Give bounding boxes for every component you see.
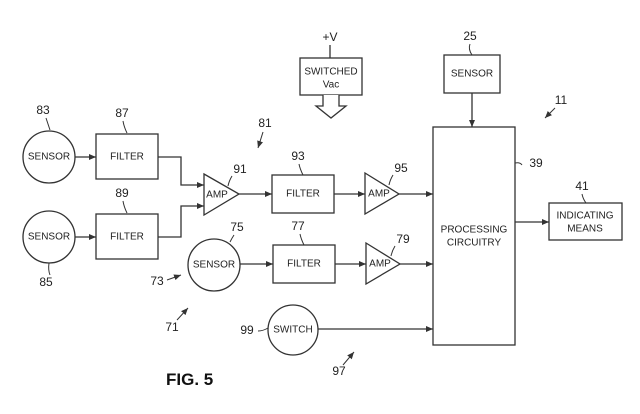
- amp-79-ref: 79: [396, 232, 410, 246]
- ref-leader: [468, 43, 473, 56]
- ref-leader: [257, 327, 269, 332]
- ref-leader: [227, 175, 233, 187]
- sensor-75-label: SENSOR: [193, 260, 235, 271]
- ref-leader: [514, 162, 523, 166]
- amp-95-label: AMP: [368, 189, 390, 200]
- indicating-means-block: INDICATING MEANS 41: [515, 179, 623, 241]
- output-arrow-icon: [314, 95, 348, 119]
- ref-leader: [388, 174, 394, 186]
- sensor-25-ref: 25: [463, 29, 477, 43]
- switch-99-label: SWITCH: [273, 325, 312, 336]
- channel-81: 81 83 SENSOR 87 FILTER SENSOR 85 89 FILT…: [22, 103, 433, 289]
- amp-91-label: AMP: [206, 190, 228, 201]
- filter-87-label: FILTER: [110, 152, 144, 163]
- sensor-73-ref: 73: [150, 274, 164, 288]
- sensor-75-ref: 75: [230, 220, 244, 234]
- processing-label-line2: CIRCUITRY: [447, 238, 502, 249]
- ref-leader: [390, 245, 396, 257]
- amp-91-ref: 91: [233, 162, 247, 176]
- indicating-label-line1: INDICATING: [556, 211, 613, 222]
- sensor-73-arrow: [166, 274, 182, 281]
- amp-95-triangle: [364, 171, 401, 216]
- indicating-label-line2: MEANS: [567, 224, 603, 235]
- filter-93-ref: 93: [291, 149, 305, 163]
- channel-71-ref: 71: [165, 320, 179, 334]
- channel-97-arrow: [342, 351, 355, 366]
- ref-leader: [229, 234, 235, 243]
- channel-71: 71 73 75 SENSOR 77 FILTER AMP 79: [150, 219, 433, 334]
- filter-77-ref: 77: [291, 219, 305, 233]
- channel-71-arrow: [176, 307, 189, 321]
- ref-leader: [122, 200, 128, 214]
- switched-vac-label-line1: SWITCHED: [304, 67, 357, 78]
- switch-99-circle: [267, 304, 319, 356]
- filter-87-box: [95, 133, 159, 180]
- sensor-83-label: SENSOR: [28, 152, 70, 163]
- amp-79-label: AMP: [369, 259, 391, 270]
- wire: [158, 203, 204, 238]
- amp-95-ref: 95: [394, 161, 408, 175]
- switched-vac-block: +V SWITCHED Vac: [299, 30, 363, 119]
- channel-81-arrow: [257, 131, 264, 149]
- amp-91-triangle: [203, 172, 241, 217]
- filter-89-box: [95, 213, 159, 260]
- filter-77-label: FILTER: [287, 259, 321, 270]
- sensor-75-circle: [187, 238, 241, 292]
- sensor-25-box: [443, 54, 501, 94]
- processing-circuitry-block: PROCESSING CIRCUITRY 39: [432, 126, 543, 346]
- ref-leader: [581, 193, 587, 204]
- filter-93-label: FILTER: [286, 189, 320, 200]
- filter-93-box: [271, 174, 335, 214]
- sensor-25-label: SENSOR: [451, 69, 493, 80]
- processing-circuitry-box: [432, 126, 516, 346]
- processing-label-line1: PROCESSING: [441, 225, 508, 236]
- channel-97: 99 SWITCH 97: [240, 304, 433, 378]
- filter-89-label: FILTER: [110, 232, 144, 243]
- switch-99-ref: 99: [240, 323, 254, 337]
- wire: [158, 156, 204, 188]
- system-ref-arrow: [544, 107, 556, 119]
- ref-leader: [299, 233, 305, 246]
- channel-81-ref: 81: [258, 116, 272, 130]
- filter-87-ref: 87: [115, 106, 129, 120]
- processing-ref: 39: [529, 156, 543, 170]
- ref-leader: [122, 120, 128, 134]
- ref-leader: [45, 117, 51, 131]
- indicating-means-box: [548, 202, 623, 241]
- figure-label: FIG. 5: [166, 370, 213, 389]
- supply-voltage-label: +V: [322, 30, 337, 44]
- sensor-83-ref: 83: [36, 103, 50, 117]
- ref-leader: [298, 163, 304, 176]
- system-ref-11: 11: [555, 93, 568, 107]
- sensor-25-block: 25 SENSOR: [443, 29, 501, 127]
- indicating-ref: 41: [575, 179, 589, 193]
- sensor-85-label: SENSOR: [28, 232, 70, 243]
- amp-79-triangle: [365, 241, 402, 286]
- sensor-85-ref: 85: [39, 275, 53, 289]
- filter-77-box: [272, 244, 336, 284]
- channel-97-ref: 97: [332, 364, 346, 378]
- filter-89-ref: 89: [115, 186, 129, 200]
- switched-vac-label-line2: Vac: [323, 80, 340, 91]
- ref-leader: [48, 262, 51, 276]
